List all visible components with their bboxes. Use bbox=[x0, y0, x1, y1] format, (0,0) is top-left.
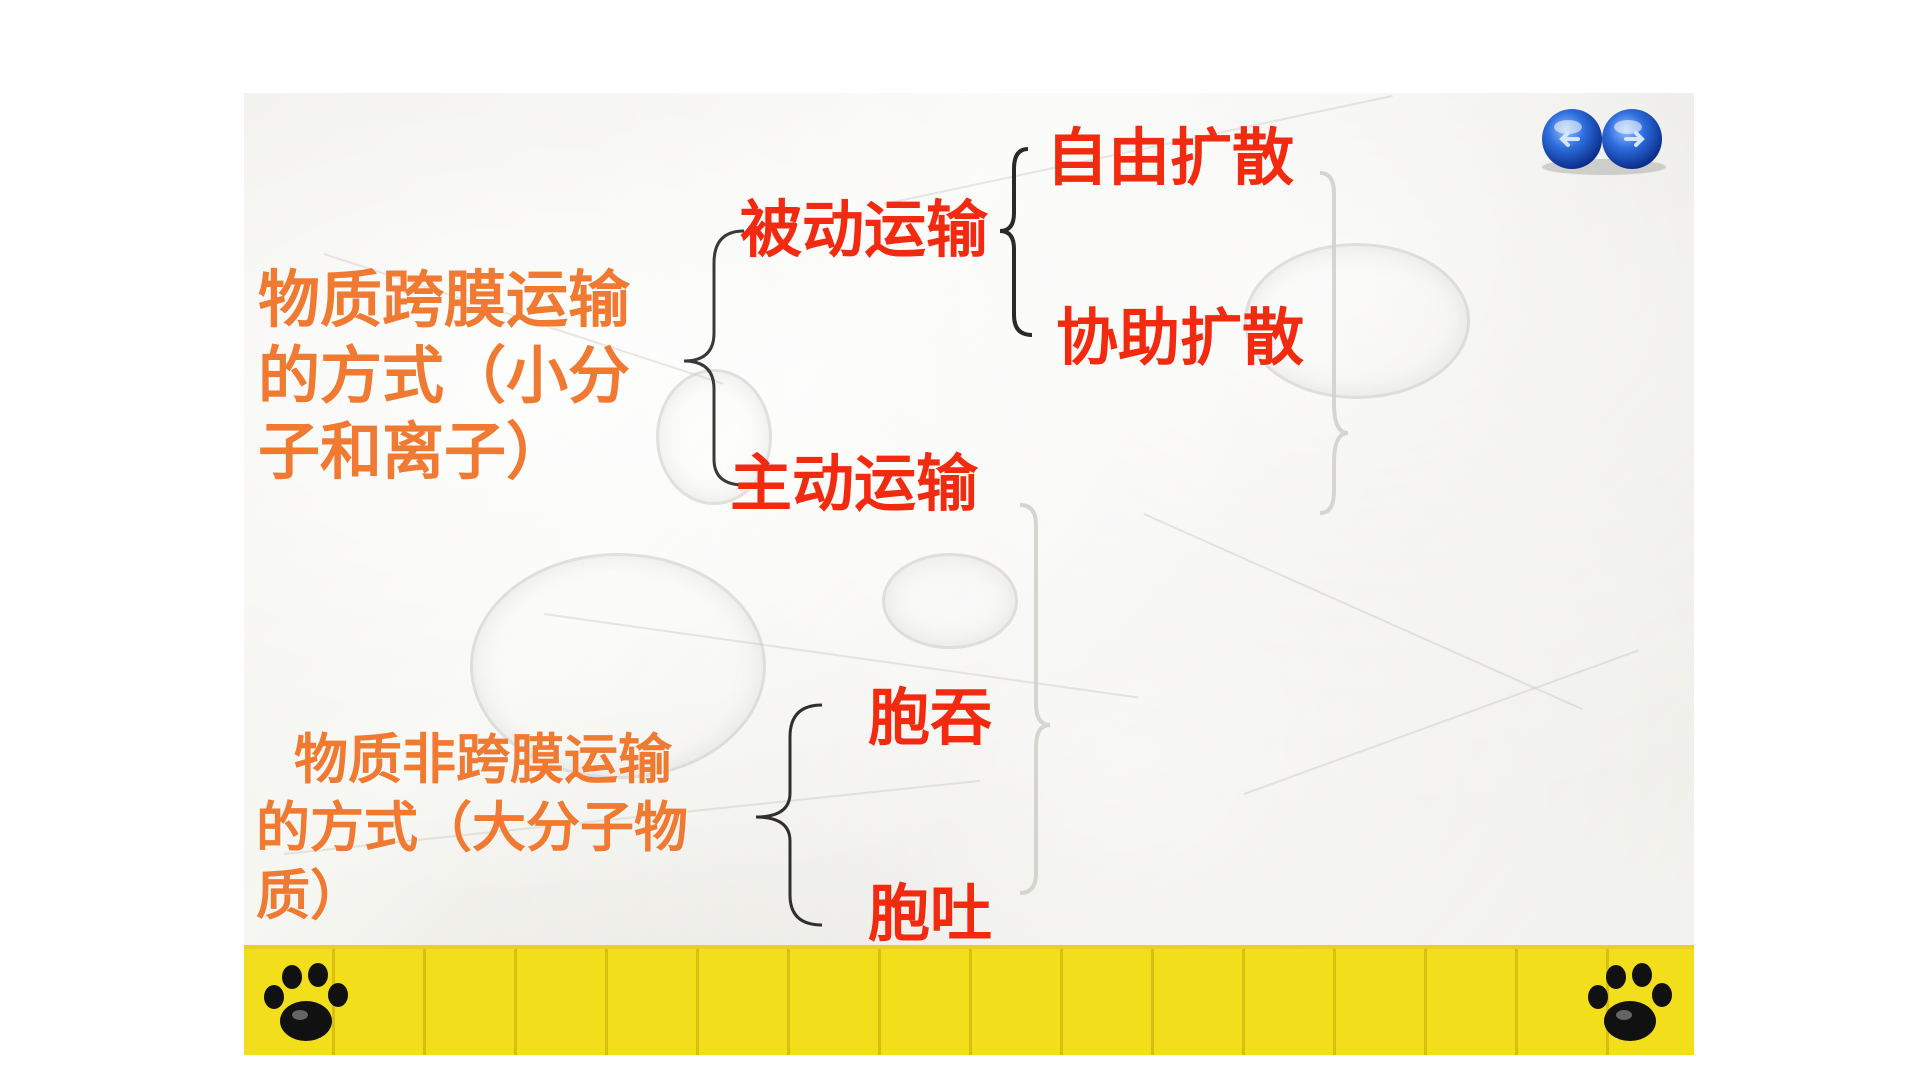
yellow-band bbox=[244, 945, 1694, 1055]
slide-canvas: 物质跨膜运输 的方式（小分 子和离子） 物质非跨膜运输 的方式（大分子物 质） … bbox=[244, 93, 1694, 1055]
footprint-shape bbox=[470, 553, 766, 779]
exocytosis-label: 胞吐 bbox=[868, 877, 993, 950]
transmembrane-heading-line2: 的方式（小分 bbox=[258, 339, 631, 412]
transmembrane-heading-line3: 子和离子） bbox=[258, 415, 569, 488]
footprint-shape bbox=[882, 553, 1018, 649]
passive-transport-label: 被动运输 bbox=[740, 193, 989, 266]
free-diffusion-label: 自由扩散 bbox=[1046, 121, 1295, 194]
passive-brace bbox=[999, 147, 1033, 337]
footprint-shape bbox=[1244, 243, 1470, 399]
non-transmembrane-heading-line3: 质） bbox=[256, 864, 364, 927]
blue-navigation-buttons-icon[interactable] bbox=[1534, 105, 1674, 177]
paw-print-icon bbox=[1588, 963, 1672, 1041]
faint-center-brace bbox=[1019, 503, 1051, 895]
diagram-brackets bbox=[683, 147, 1349, 927]
footprint-shape bbox=[656, 369, 772, 505]
facilitated-diffusion-label: 协助扩散 bbox=[1056, 301, 1305, 374]
active-transport-label: 主动运输 bbox=[730, 447, 979, 520]
faint-right-brace bbox=[1319, 171, 1349, 515]
transmembrane-brace bbox=[683, 229, 745, 487]
paw-print-icon bbox=[264, 963, 348, 1041]
transmembrane-heading-line1: 物质跨膜运输 bbox=[258, 263, 631, 336]
non-transmembrane-brace bbox=[755, 703, 823, 927]
endocytosis-label: 胞吞 bbox=[868, 681, 993, 754]
non-transmembrane-heading-line1: 物质非跨膜运输 bbox=[294, 728, 672, 791]
non-transmembrane-heading-line2: 的方式（大分子物 bbox=[256, 796, 688, 859]
